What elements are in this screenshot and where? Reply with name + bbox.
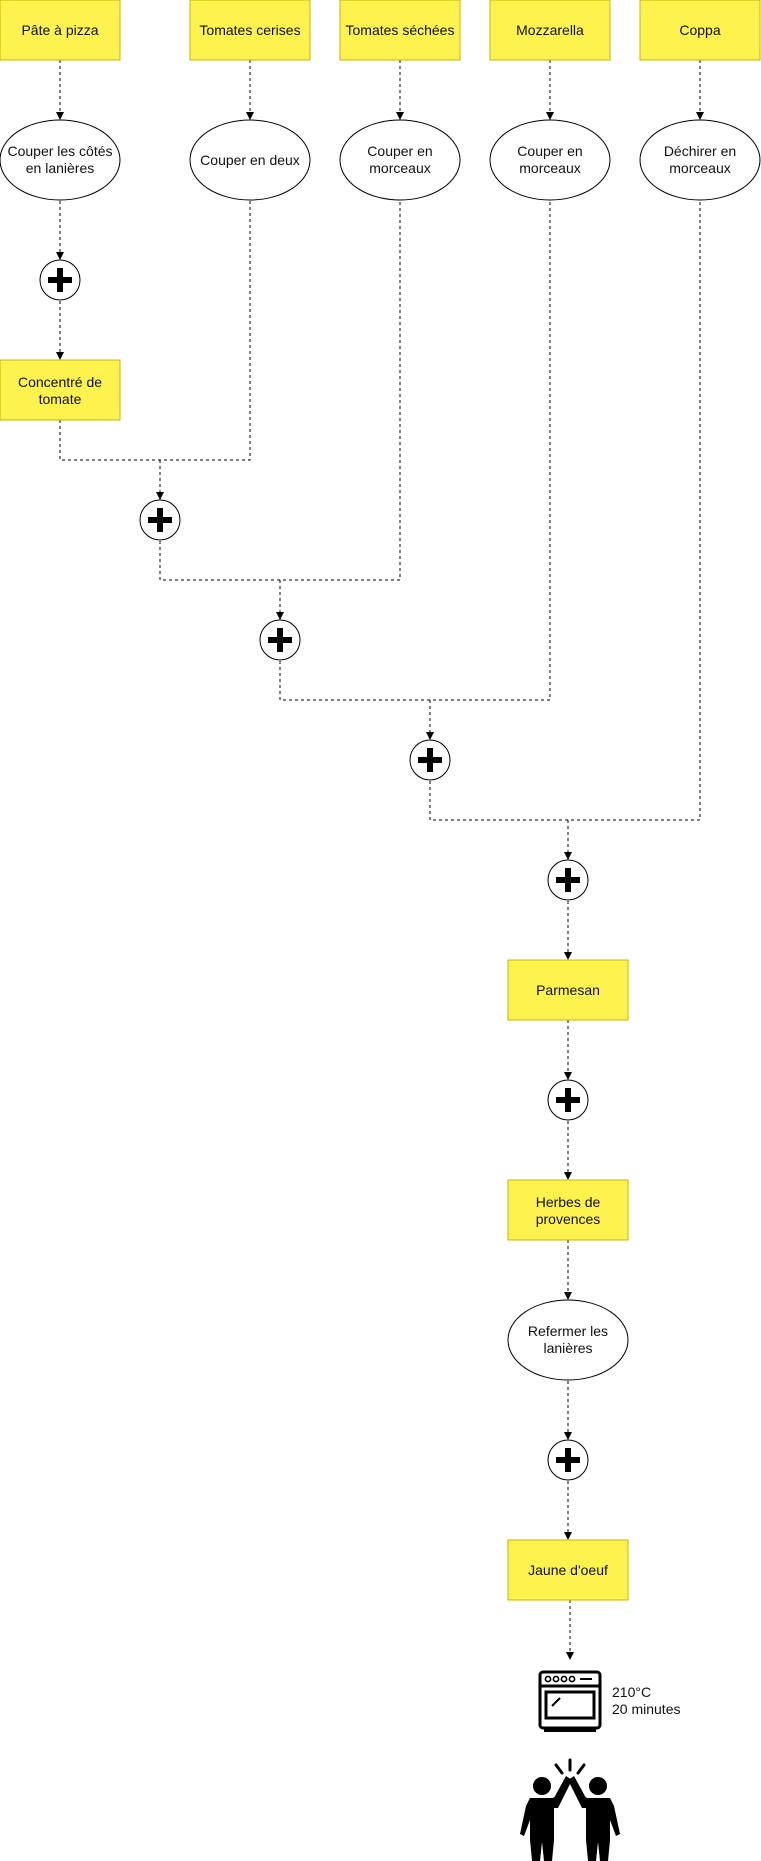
label-couper-morceaux-a-line1: Couper en [367,143,432,159]
merge-4 [429,201,701,859]
action-dechirer: Déchirer en morceaux [639,119,761,201]
label-concentre-line2: tomate [39,391,82,407]
ingredient-herbes: Herbes de provences [507,1179,629,1241]
high-five-icon [520,1758,620,1861]
ingredient-tomates-cerises: Tomates cerises [189,0,311,61]
ingredient-concentre-tomate: Concentré de tomate [0,359,121,421]
action-refermer: Refermer les lanières [507,1299,629,1381]
plus-nodes [39,259,589,1481]
label-couper-morceaux-a-line2: morceaux [369,160,430,176]
label-couper-morceaux-b-line1: Couper en [517,143,582,159]
label-refermer-line1: Refermer les [528,1323,608,1339]
plus-icon [259,619,301,661]
ingredient-jaune-oeuf: Jaune d'oeuf [507,1539,629,1601]
label-tomates-cerises: Tomates cerises [199,22,300,38]
label-herbes-line1: Herbes de [536,1194,601,1210]
plus-icon [39,259,81,301]
merge-2 [159,171,401,619]
ingredient-pate-pizza: Pâte à pizza [0,0,121,61]
label-jaune-oeuf: Jaune d'oeuf [528,1562,608,1578]
label-concentre-line1: Concentré de [18,374,102,390]
label-tomates-sechees: Tomates séchées [346,22,455,38]
oven-temperature: 210°C [612,1684,651,1700]
label-parmesan: Parmesan [536,982,600,998]
label-pate-pizza: Pâte à pizza [21,22,98,38]
action-ovals: Couper les côtés en lanières Couper en d… [0,119,761,1381]
ingredient-tomates-sechees: Tomates séchées [339,0,461,61]
label-herbes-line2: provences [536,1211,601,1227]
merge-1 [59,201,251,499]
label-couper-deux: Couper en deux [200,152,300,168]
plus-icon [547,1079,589,1121]
oven-icon [538,1670,602,1732]
action-couper-morceaux-sechees: Couper en morceaux [339,119,461,201]
label-coppa: Coppa [679,22,720,38]
connectors [56,60,704,1660]
ingredient-boxes: Pâte à pizza Tomates cerises Tomates séc… [0,0,761,1601]
plus-icon [547,859,589,901]
merge-3 [279,171,551,739]
label-couper-morceaux-b-line2: morceaux [519,160,580,176]
label-dechirer-line1: Déchirer en [664,143,736,159]
ingredient-coppa: Coppa [639,0,761,61]
plus-icon [139,499,181,541]
plus-icon [409,739,451,781]
label-refermer-line2: lanières [543,1340,592,1356]
label-couper-cotes-line1: Couper les côtés [7,143,112,159]
label-couper-cotes-line2: en lanières [26,160,95,176]
ingredient-parmesan: Parmesan [507,959,629,1021]
action-couper-morceaux-mozzarella: Couper en morceaux [489,119,611,201]
label-mozzarella: Mozzarella [516,22,584,38]
action-couper-cotes: Couper les côtés en lanières [0,119,121,201]
action-couper-deux: Couper en deux [189,119,311,201]
oven-duration: 20 minutes [612,1701,680,1717]
label-dechirer-line2: morceaux [669,160,730,176]
ingredient-mozzarella: Mozzarella [489,0,611,61]
plus-icon [547,1439,589,1481]
